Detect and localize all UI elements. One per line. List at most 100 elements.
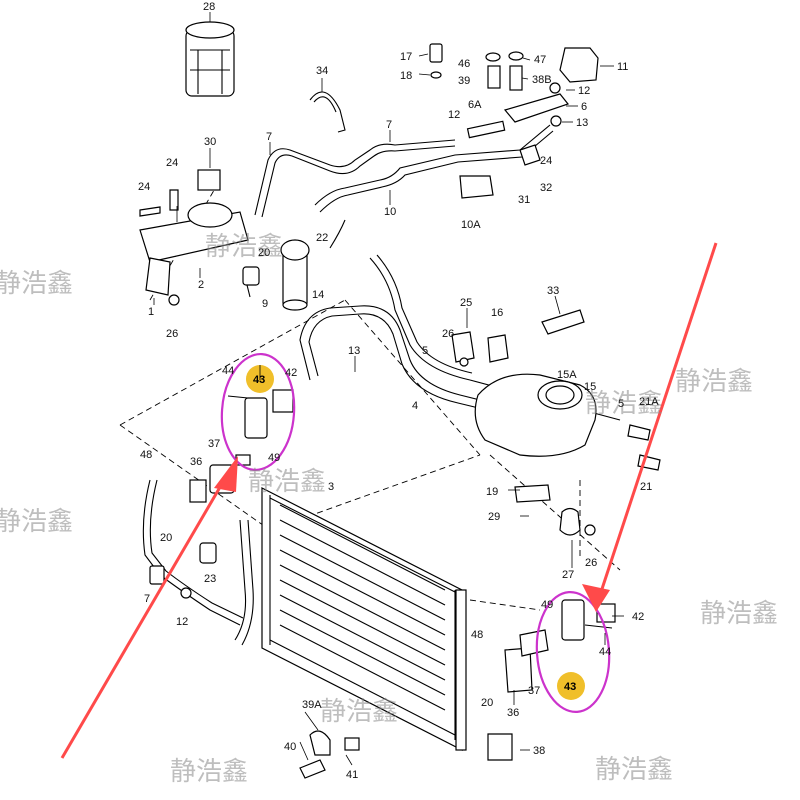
part-label: 26 bbox=[585, 557, 597, 569]
watermark-bottom: 静浩鑫 bbox=[170, 757, 248, 787]
part-label: 7 bbox=[266, 131, 272, 143]
part-label: 4 bbox=[412, 400, 418, 412]
watermark-group: 静浩鑫 静浩鑫 静浩鑫 静浩鑫 静浩鑫 静浩鑫 静浩鑫 静浩鑫 静浩鑫 静浩鑫 bbox=[0, 232, 778, 787]
bracket-25 bbox=[451, 309, 585, 367]
part-label: 26 bbox=[442, 328, 454, 340]
part-label: 21 bbox=[640, 481, 652, 493]
part-label: 37 bbox=[528, 685, 540, 697]
compressor bbox=[474, 373, 597, 457]
part-label: 20 bbox=[160, 532, 172, 544]
part-label: 9 bbox=[262, 298, 268, 310]
part-label: 6A bbox=[468, 99, 482, 111]
part-label: 12 bbox=[448, 109, 460, 121]
left-switch-group bbox=[227, 389, 294, 466]
clip-part bbox=[309, 91, 346, 133]
part-label: 20 bbox=[258, 247, 270, 259]
part-label: 27 bbox=[562, 569, 574, 581]
highlight-label-lower: 43 bbox=[564, 681, 576, 693]
part-label: 26 bbox=[166, 328, 178, 340]
bracket-assembly bbox=[139, 169, 249, 306]
sensor-9 bbox=[242, 266, 260, 298]
part-label: 24 bbox=[138, 181, 150, 193]
part-label: 18 bbox=[400, 70, 412, 82]
part-label: 24 bbox=[540, 155, 552, 167]
filter-drier-part bbox=[185, 21, 235, 97]
part-label: 48 bbox=[471, 629, 483, 641]
part-label: 29 bbox=[488, 511, 500, 523]
watermark-bottom-right: 静浩鑫 bbox=[595, 755, 673, 785]
watermark-lower-center: 静浩鑫 bbox=[320, 697, 398, 727]
watermark-center-top: 静浩鑫 bbox=[205, 232, 283, 262]
highlight-circle-lower bbox=[535, 590, 611, 714]
highlight-badge-lower bbox=[557, 672, 585, 700]
part-label: 21A bbox=[639, 396, 659, 408]
part-label: 44 bbox=[599, 646, 611, 658]
watermark-left: 静浩鑫 bbox=[0, 269, 73, 299]
watermark-center: 静浩鑫 bbox=[248, 467, 326, 497]
part-label: 15 bbox=[584, 381, 596, 393]
part-label: 46 bbox=[458, 58, 470, 70]
part-label: 48 bbox=[140, 449, 152, 461]
part-label: 11 bbox=[617, 61, 628, 73]
lower-right-switch-cluster bbox=[504, 599, 616, 693]
part-label: 39 bbox=[458, 75, 470, 87]
watermark-right-mid: 静浩鑫 bbox=[700, 599, 778, 629]
part-label: 40 bbox=[284, 741, 296, 753]
part-label: 33 bbox=[547, 285, 559, 297]
condenser bbox=[261, 487, 467, 751]
part-label: 14 bbox=[312, 289, 324, 301]
part-label: 1 bbox=[148, 306, 154, 318]
highlight-label-upper: 43 bbox=[253, 374, 265, 386]
part-label: 6 bbox=[581, 101, 587, 113]
watermark-mid-right: 静浩鑫 bbox=[585, 389, 663, 419]
part-label: 49 bbox=[268, 452, 280, 464]
part-label: 38 bbox=[533, 745, 545, 757]
part-label: 13 bbox=[348, 345, 360, 357]
part-label: 7 bbox=[144, 593, 150, 605]
watermark-left-mid: 静浩鑫 bbox=[0, 507, 73, 537]
part-label: 15A bbox=[557, 369, 577, 381]
part-label: 42 bbox=[285, 367, 297, 379]
bottom-parts bbox=[299, 730, 513, 779]
part-label: 34 bbox=[316, 65, 328, 77]
part-label: 10A bbox=[461, 219, 481, 231]
receiver-canister bbox=[280, 239, 310, 311]
part-label: 13 bbox=[576, 117, 588, 129]
part-label: 38B bbox=[532, 74, 552, 86]
part-label: 23 bbox=[204, 573, 216, 585]
red-arrow-right bbox=[582, 242, 718, 612]
part-label: 31 bbox=[518, 194, 530, 206]
part-label: 5 bbox=[422, 345, 428, 357]
part-label: 22 bbox=[316, 232, 328, 244]
part-label: 20 bbox=[481, 697, 493, 709]
part-label: 28 bbox=[203, 1, 215, 13]
part-label: 25 bbox=[460, 297, 472, 309]
watermark-far-right: 静浩鑫 bbox=[675, 367, 753, 397]
part-label: 17 bbox=[400, 51, 412, 63]
part-label: 30 bbox=[204, 136, 216, 148]
part-label: 41 bbox=[346, 769, 358, 781]
part-label: 32 bbox=[540, 182, 552, 194]
part-label: 5 bbox=[618, 398, 624, 410]
part-label: 36 bbox=[190, 456, 202, 468]
part-label: 42 bbox=[632, 611, 644, 623]
part-label: 2 bbox=[198, 279, 204, 291]
leader-lines bbox=[153, 12, 624, 766]
part-label: 47 bbox=[534, 54, 546, 66]
part-label: 36 bbox=[507, 707, 519, 719]
part-label: 10 bbox=[384, 206, 396, 218]
upper-pipes bbox=[254, 124, 554, 249]
part-label: 16 bbox=[491, 307, 503, 319]
part-label: 39A bbox=[302, 699, 322, 711]
part-labels: 28 34 17 18 46 47 39 38B 11 12 6A 6 12 1… bbox=[138, 1, 659, 781]
top-right-fittings bbox=[429, 43, 599, 199]
red-arrow-left bbox=[60, 456, 238, 759]
part-label: 37 bbox=[208, 438, 220, 450]
part-label: 7 bbox=[386, 119, 392, 131]
part-label: 44 bbox=[222, 365, 234, 377]
part-label: 3 bbox=[328, 481, 334, 493]
part-label: 19 bbox=[486, 486, 498, 498]
part-label: 49 bbox=[541, 599, 553, 611]
part-label: 12 bbox=[578, 85, 590, 97]
